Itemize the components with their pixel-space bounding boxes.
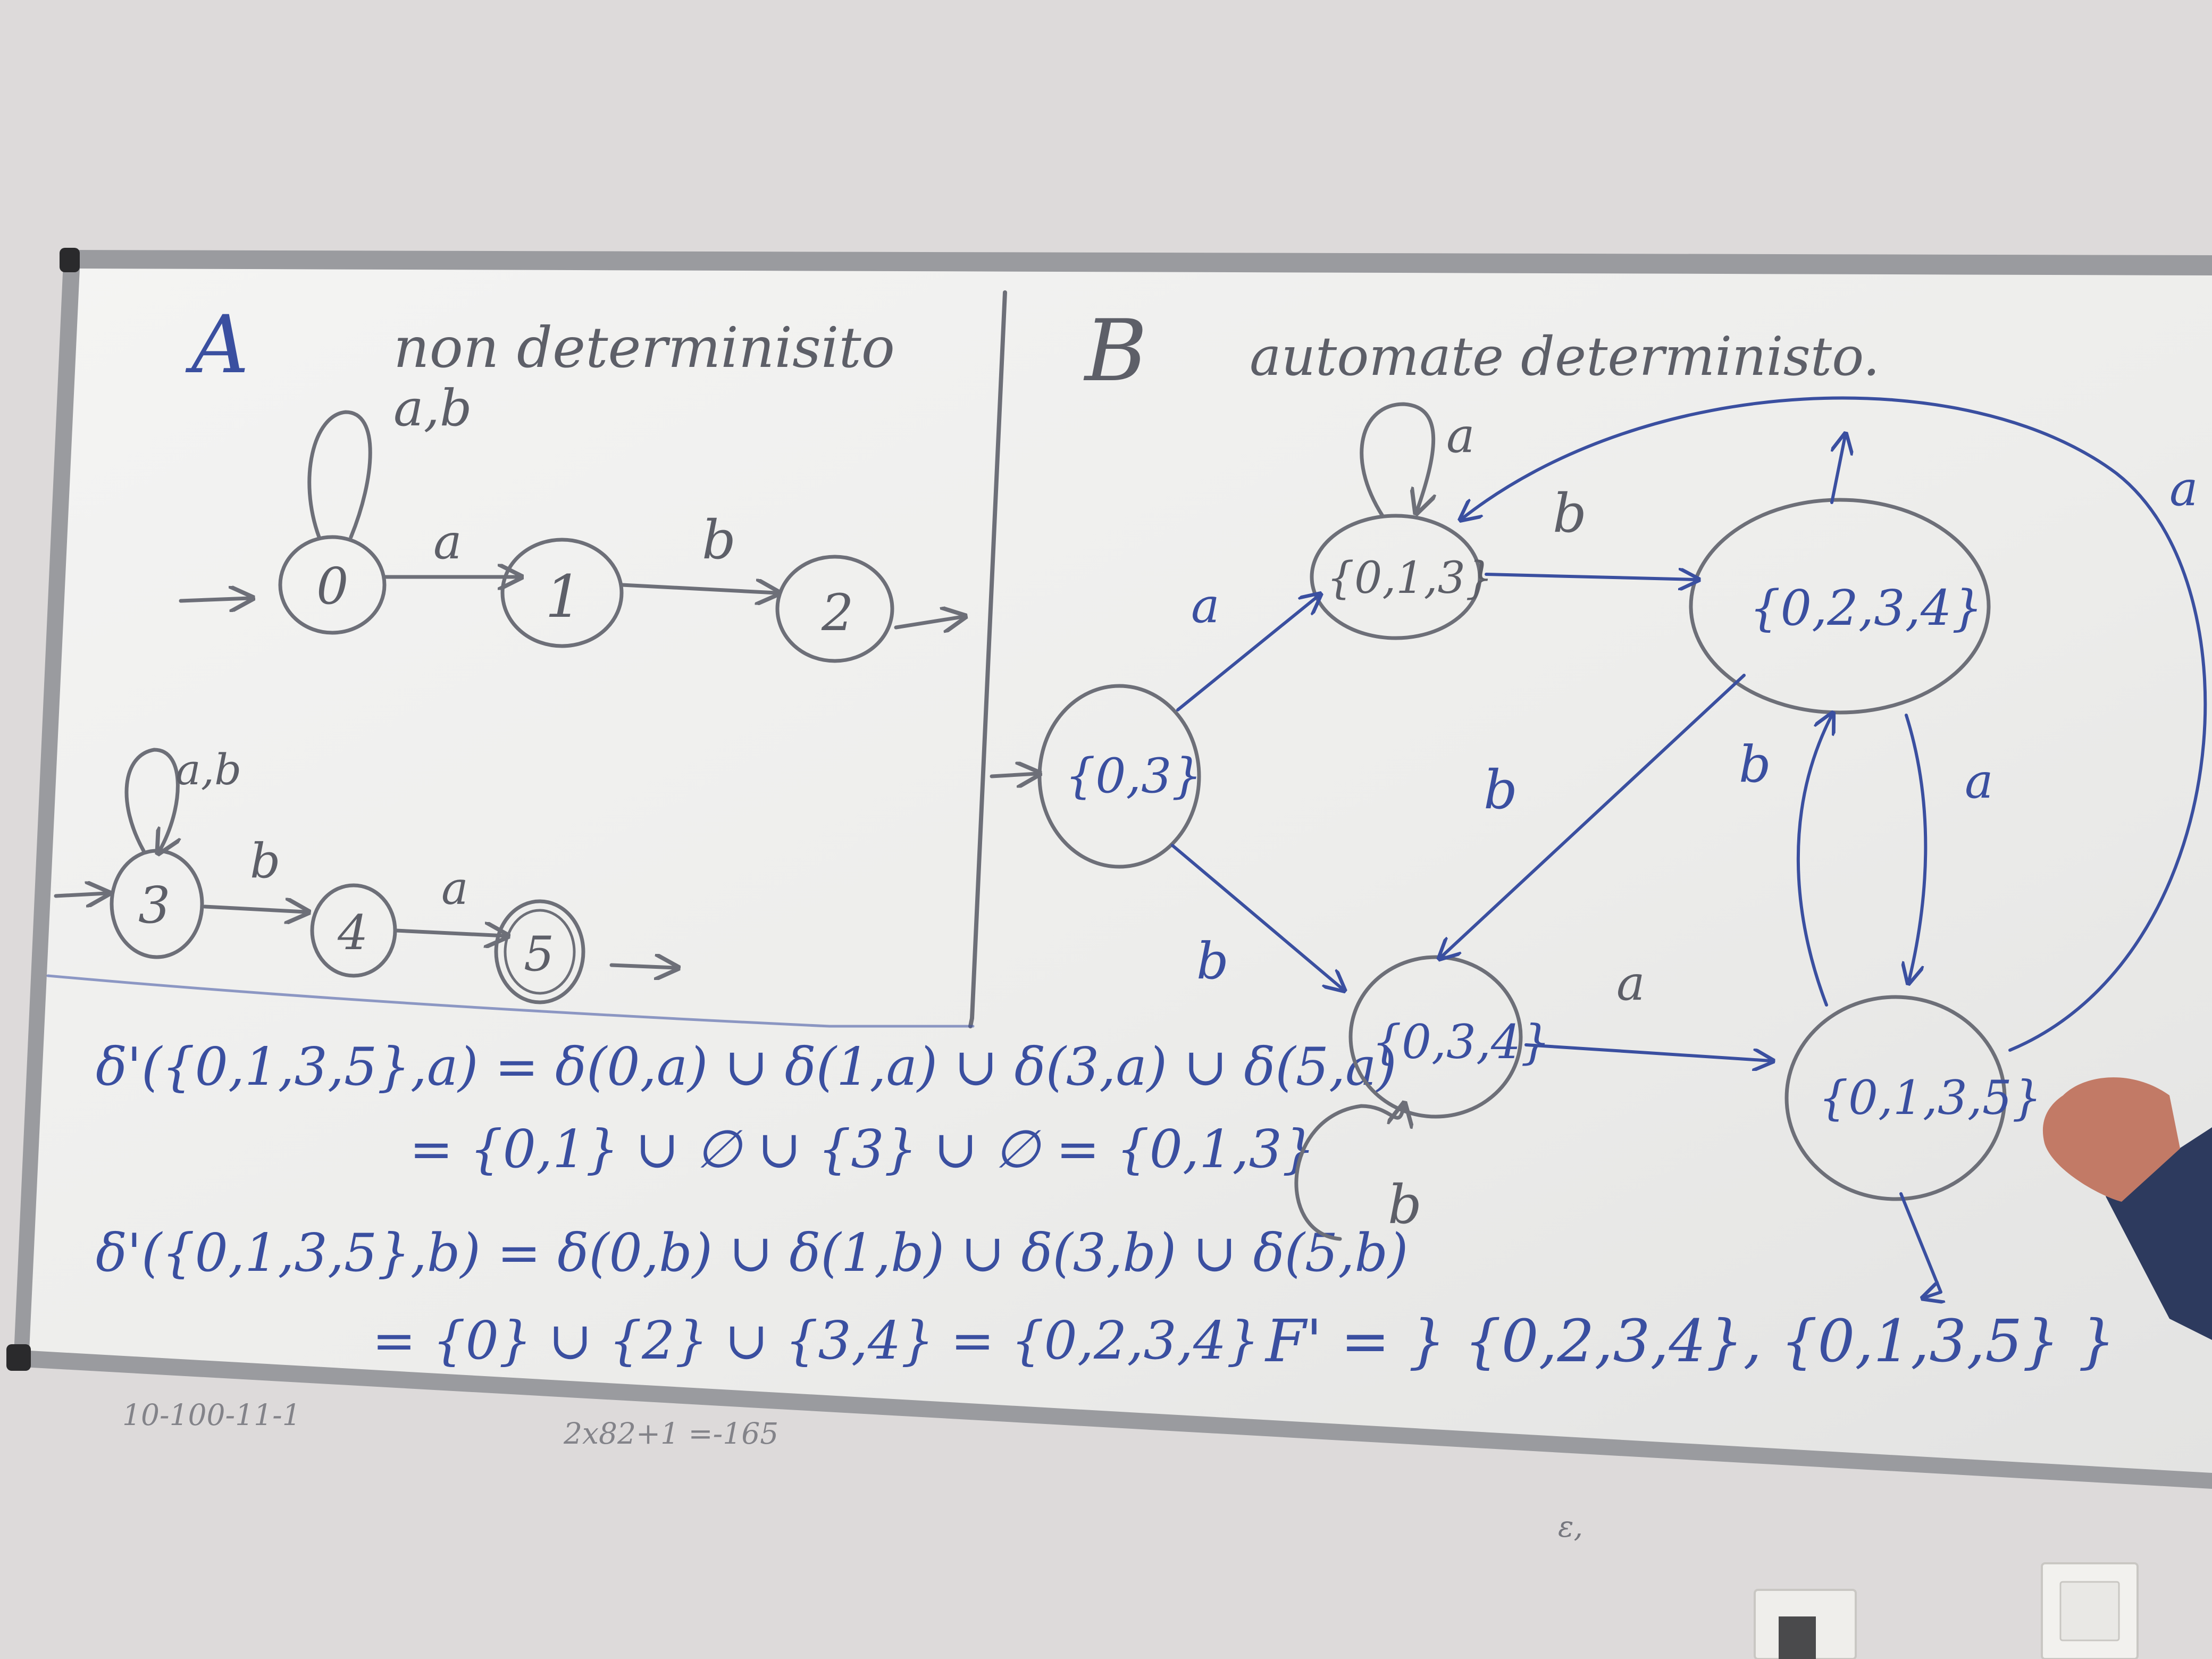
initial-arrow-0-3 — [990, 774, 1037, 776]
loop-0-3-4 — [1294, 1106, 1404, 1241]
loop-label-0: a,b — [393, 379, 472, 438]
frame-corner-bottom-left — [6, 1344, 31, 1371]
state-4-label: 4 — [337, 905, 368, 961]
derivation-line-2: = {0,1} ∪ ∅ ∪ {3} ∪ ∅ = {0,1,3} — [409, 1119, 1315, 1180]
state-0-label: 0 — [316, 557, 348, 616]
derivation-line-4: = {0} ∪ {2} ∪ {3,4} = {0,2,3,4} — [372, 1311, 1260, 1371]
state-0-1-3-5-label: {0,1,3,5} — [1819, 1070, 2042, 1125]
left-subtitle: non determinisito — [393, 315, 895, 380]
state-0-2-3-4-label: {0,2,3,4} — [1749, 580, 1983, 636]
ghost-text-right: ε, — [1558, 1510, 1583, 1544]
edge-0-1-3-to-0-2-3-4-label: b — [1553, 482, 1587, 544]
edge-0-3-to-0-3-4-label: b — [1196, 932, 1229, 991]
state-0-1-3-5 — [1784, 995, 2007, 1201]
loop-state-0 — [307, 410, 372, 539]
automaton-1: a,b 0 a 1 b 2 — [179, 379, 962, 663]
edge-0-2-3-4-to-0-3-4 — [1441, 674, 1746, 957]
edge-3-4 — [203, 907, 306, 912]
left-panel: A non determinisito a,b 0 a 1 b 2 a,b 3 — [54, 299, 962, 1004]
edge-4-5 — [394, 931, 505, 936]
person-arm — [2042, 1077, 2212, 1340]
loop-0-3-4-label: b — [1388, 1174, 1422, 1236]
edge-1-2 — [620, 585, 776, 593]
wall-socket-slot — [1779, 1616, 1816, 1659]
state-5-label: 5 — [524, 926, 554, 982]
loop-0-1-3-label: a — [1446, 408, 1475, 464]
state-0-1-3 — [1310, 514, 1482, 640]
ghost-text-left: 10-100-11-1 — [122, 1398, 301, 1432]
state-0-3-label: {0,3} — [1065, 748, 1202, 804]
edge-0-3-to-0-1-3-label: a — [1191, 578, 1220, 634]
final-arrow-2 — [894, 617, 962, 627]
frame-corner-top-left — [60, 248, 80, 272]
state-0 — [278, 535, 387, 635]
state-1 — [500, 538, 624, 648]
final-arrow-0-2-3-4 — [1830, 436, 1845, 504]
edge-0-3-4-to-0-1-3-5-label: a — [1616, 956, 1645, 1011]
left-title: A — [185, 299, 249, 391]
state-5-inner — [504, 909, 576, 995]
hand — [2042, 1077, 2180, 1202]
edge-0-1-label: a — [433, 514, 462, 570]
edge-0-1-3-5-to-0-2-3-4 — [1796, 715, 1832, 1007]
final-arrow-0-1-3-5 — [1899, 1192, 1941, 1297]
ghost-text-middle: 2x82+1 =-165 — [563, 1417, 778, 1451]
state-0-1-3-label: {0,1,3} — [1327, 553, 1493, 604]
state-5 — [494, 899, 585, 1004]
state-3-label: 3 — [138, 876, 170, 935]
loop-0-1-3 — [1360, 402, 1434, 516]
derivations: δ'({0,1,3,5},a) = δ(0,a) ∪ δ(1,a) ∪ δ(3,… — [96, 1037, 1408, 1371]
final-states: F' = } {0,2,3,4}, {0,1,3,5} } — [1264, 1307, 2115, 1375]
light-switch-button — [2059, 1581, 2120, 1641]
automaton-2: a,b 3 b 4 a 5 — [54, 745, 675, 1004]
state-2-label: 2 — [821, 584, 853, 642]
state-1-label: 1 — [545, 563, 582, 631]
right-panel: B automate deterministo. {0,3} {0,1,3} {… — [990, 301, 2207, 1375]
derivation-line-3: δ'({0,1,3,5},b) = δ(0,b) ∪ δ(1,b) ∪ δ(3,… — [96, 1223, 1408, 1284]
panel-divider-vertical — [968, 290, 1007, 1028]
loop-label-3: a,b — [175, 745, 241, 794]
edge-0-1-3-5-to-0-2-3-4-label: b — [1739, 735, 1771, 794]
edge-0-3-4-to-0-1-3-5 — [1524, 1043, 1771, 1061]
edge-0-1-3-to-0-2-3-4 — [1485, 574, 1696, 580]
loop-state-3 — [124, 748, 178, 851]
initial-arrow-3 — [54, 893, 106, 896]
edge-0-2-3-4-to-0-1-3-5-label: a — [1965, 753, 1993, 809]
edge-0-3-to-0-1-3 — [1176, 596, 1319, 711]
edge-0-2-3-4-to-0-1-3-5 — [1906, 714, 1928, 981]
state-0-3-4-label: {0,3,4} — [1372, 1015, 1551, 1069]
edge-1-2-label: b — [702, 509, 736, 571]
edge-3-4-label: b — [250, 833, 281, 889]
edge-0-1-3-5-to-0-1-3 — [1462, 396, 2207, 1052]
edge-0-3-to-0-3-4 — [1171, 844, 1343, 989]
whiteboard-surface — [29, 269, 2212, 1473]
final-arrow-5 — [609, 965, 675, 968]
right-subtitle: automate deterministo. — [1250, 325, 1880, 388]
derivation-line-1: δ'({0,1,3,5},a) = δ(0,a) ∪ δ(1,a) ∪ δ(3,… — [96, 1037, 1397, 1097]
right-title: B — [1083, 301, 1147, 400]
edge-0-1-3-5-to-0-1-3-label: a — [2169, 461, 2198, 517]
state-3 — [110, 849, 204, 959]
edge-0-2-3-4-to-0-3-4-label: b — [1484, 759, 1518, 821]
panel-divider-horizontal — [46, 974, 975, 1028]
initial-arrow-0 — [179, 598, 250, 601]
state-0-2-3-4 — [1689, 498, 1991, 715]
state-2 — [775, 555, 894, 663]
edge-4-5-label: a — [441, 862, 468, 915]
